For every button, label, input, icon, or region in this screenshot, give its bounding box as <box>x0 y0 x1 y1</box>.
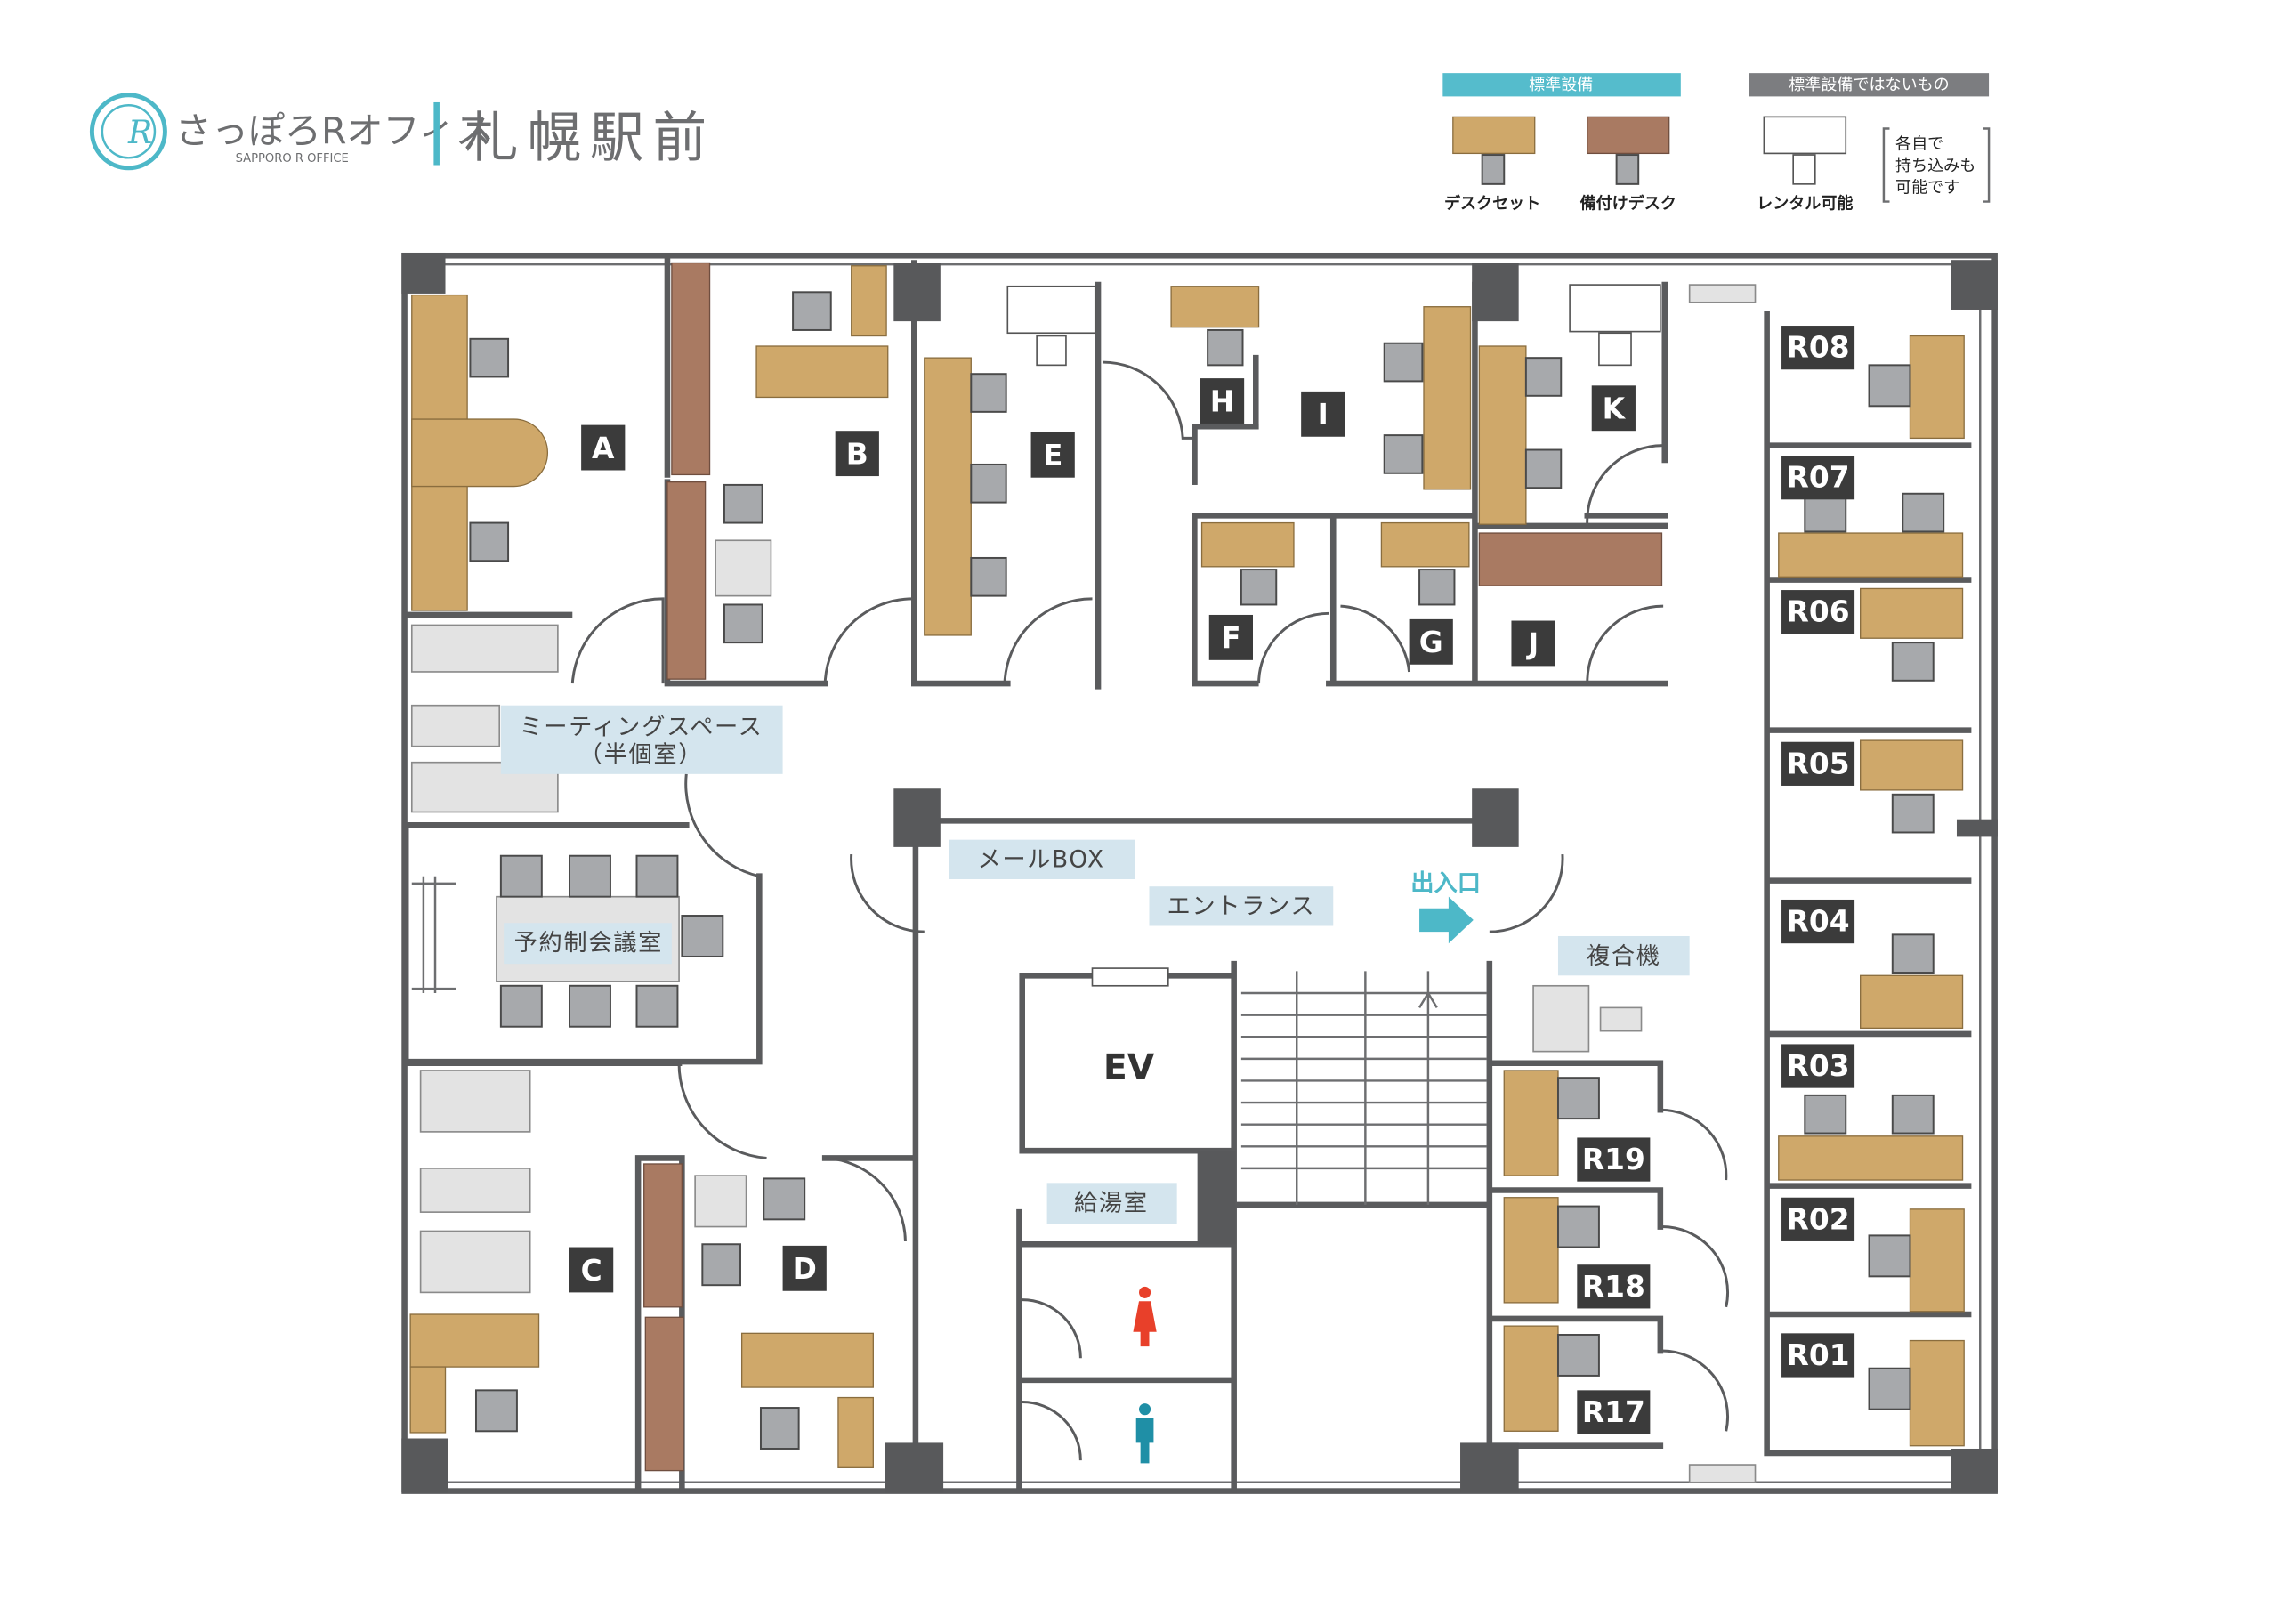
brand-name: さっぽろRオフィス <box>175 109 492 152</box>
room-label: R08 <box>1787 331 1850 365</box>
room-label: H <box>1210 384 1234 418</box>
legend-note: 持ち込みも <box>1895 157 1975 175</box>
room-A[interactable]: A <box>581 424 626 471</box>
entrance-label: エントランス <box>1167 893 1315 920</box>
room-F[interactable]: F <box>1208 614 1253 660</box>
room-R17[interactable]: R17 <box>1577 1390 1651 1434</box>
room-label: K <box>1603 392 1627 426</box>
room-K[interactable]: K <box>1591 385 1636 432</box>
room-label: E <box>1043 439 1062 473</box>
room-J[interactable]: J <box>1511 620 1555 667</box>
walls <box>401 252 1998 1494</box>
doors <box>570 360 1729 1461</box>
legend-label: 備付けデスク <box>1580 194 1676 214</box>
room-label: R19 <box>1582 1143 1645 1176</box>
room-R19[interactable]: R19 <box>1577 1137 1651 1182</box>
legend-label: デスクセット <box>1444 194 1540 214</box>
room-R08[interactable]: R08 <box>1781 326 1855 370</box>
room-label: J <box>1526 627 1539 661</box>
exit-arrow-icon <box>1419 896 1474 944</box>
room-R01[interactable]: R01 <box>1781 1333 1855 1378</box>
logo: R さっぽろRオフィス SAPPORO R OFFICE <box>89 93 492 171</box>
room-label: R02 <box>1787 1202 1850 1236</box>
legend-standard-title: 標準設備 <box>1529 76 1593 94</box>
room-C[interactable]: C <box>570 1247 614 1293</box>
room-label: R17 <box>1582 1395 1645 1429</box>
room-label: B <box>846 437 868 471</box>
logo-mark-icon <box>89 93 167 171</box>
header-divider <box>433 101 440 166</box>
pillars <box>401 252 1998 1493</box>
legend-note: 可能です <box>1895 179 1959 198</box>
kitchenette-label: 給湯室 <box>1074 1190 1149 1216</box>
room-G[interactable]: G <box>1409 618 1453 665</box>
brand-sub: SAPPORO R OFFICE <box>236 152 349 166</box>
room-R07[interactable]: R07 <box>1781 456 1855 500</box>
male-restroom-icon <box>1135 1403 1154 1464</box>
room-I[interactable]: I <box>1301 391 1345 437</box>
room-R18[interactable]: R18 <box>1577 1264 1651 1309</box>
legend: 標準設備 標準設備ではないもの デスクセット 備付けデスク レンタル可能 各自で… <box>1442 73 1991 214</box>
legend-fixed-desk-swatch <box>1587 116 1670 155</box>
room-label: C <box>581 1254 602 1288</box>
room-tags: A B E H I K F G J C D R08 R07 R06 R05 R0… <box>570 326 1855 1434</box>
female-restroom-icon <box>1133 1286 1157 1347</box>
room-label: R04 <box>1787 905 1850 939</box>
room-H[interactable]: H <box>1200 378 1245 424</box>
room-R06[interactable]: R06 <box>1781 590 1855 634</box>
exit-label: 出入口 <box>1410 870 1481 897</box>
area-labels: ミーティングスペース （半個室） 予約制会議室 メールBOX エントランス 出入… <box>500 705 1690 1464</box>
legend-label: レンタル可能 <box>1757 194 1853 214</box>
elevator-label: EV <box>1103 1047 1155 1088</box>
meeting-space-label: ミーティングスペース <box>519 714 763 740</box>
meeting-room-label: 予約制会議室 <box>514 930 663 957</box>
room-B[interactable]: B <box>835 431 879 477</box>
mailbox-label: メールBOX <box>977 847 1104 874</box>
room-label: R03 <box>1787 1049 1850 1083</box>
room-R05[interactable]: R05 <box>1781 741 1855 786</box>
room-R03[interactable]: R03 <box>1781 1044 1855 1088</box>
copier-label: 複合機 <box>1587 943 1661 970</box>
room-label: A <box>592 432 615 465</box>
room-label: G <box>1419 626 1443 659</box>
legend-desk-set-swatch <box>1452 116 1536 155</box>
room-R02[interactable]: R02 <box>1781 1197 1855 1241</box>
room-label: R05 <box>1787 747 1850 780</box>
room-D[interactable]: D <box>782 1245 827 1291</box>
room-label: R18 <box>1582 1270 1645 1304</box>
furniture <box>409 262 1998 1483</box>
room-label: F <box>1221 621 1240 655</box>
location-title: 札幌駅前 <box>464 108 715 170</box>
meeting-space-sub: （半個室） <box>579 742 703 769</box>
room-label: R01 <box>1787 1338 1850 1372</box>
room-label: D <box>793 1252 817 1286</box>
legend-rental-swatch <box>1763 116 1847 155</box>
legend-note: 各自で <box>1895 134 1943 153</box>
room-label: I <box>1318 398 1329 432</box>
room-R04[interactable]: R04 <box>1781 899 1855 944</box>
stairs <box>1240 971 1487 1205</box>
room-label: R07 <box>1787 461 1850 495</box>
legend-nonstandard-title: 標準設備ではないもの <box>1789 76 1949 94</box>
room-E[interactable]: E <box>1030 432 1075 478</box>
room-label: R06 <box>1787 595 1850 629</box>
svg-text:R: R <box>127 113 152 151</box>
